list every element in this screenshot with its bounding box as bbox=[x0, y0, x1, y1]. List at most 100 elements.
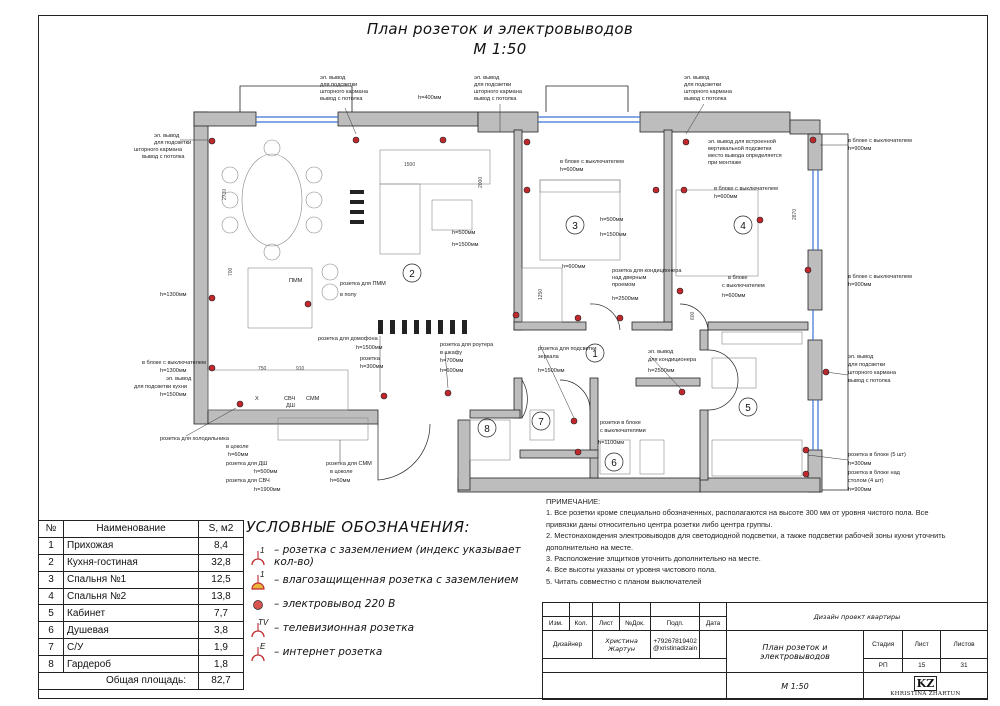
ann-q2: h=300мм bbox=[848, 461, 872, 467]
room-number-4: 4 bbox=[740, 221, 746, 232]
legend-terminal-text: – электровывод 220 В bbox=[274, 598, 396, 610]
ann-i1: розетка для роутера bbox=[440, 342, 494, 348]
project-name: Дизайн проект квартиры bbox=[726, 602, 988, 631]
ann-a4b: вывод с потолка bbox=[320, 96, 363, 102]
room-number-1: 1 bbox=[592, 349, 598, 360]
dim-750: 750 bbox=[258, 366, 267, 372]
dim-1500: 1500 bbox=[404, 162, 415, 168]
ann-a2d: для подсветки bbox=[684, 82, 721, 88]
room-name: Спальня №1 bbox=[63, 570, 199, 589]
outlets bbox=[208, 136, 830, 478]
ann-w1: h=500мм bbox=[600, 217, 624, 223]
col-kol: Кол. bbox=[568, 616, 594, 631]
ann-q5: h=900мм bbox=[848, 487, 872, 493]
ann-a4d: вывод с потолка bbox=[684, 96, 727, 102]
ann-m1: розетки в блоке bbox=[600, 420, 641, 426]
col-area: S, м2 bbox=[198, 520, 244, 538]
ann-a4: вывод с потолка bbox=[142, 154, 185, 160]
sheets-header: Листов bbox=[940, 630, 988, 659]
ann-k1: розетка для подсветки bbox=[538, 346, 597, 352]
ann-v1: ПММ bbox=[289, 278, 303, 284]
ann-n3: h=60мм bbox=[228, 452, 248, 458]
room-name: Кабинет bbox=[63, 604, 199, 623]
ann-a3d: шторного кармана bbox=[684, 89, 733, 95]
ann-o2: h=500мм bbox=[254, 469, 278, 475]
ann-u1: в блоке bbox=[728, 275, 748, 281]
note-line: дополнительно на месте. bbox=[546, 542, 634, 552]
walls bbox=[193, 111, 823, 493]
grounded-outlet-icon: 1 bbox=[246, 545, 274, 567]
title-block: Дизайн проект квартиры Изм. Кол. Лист №Д… bbox=[541, 602, 989, 700]
sheet-frame bbox=[38, 15, 988, 699]
ann-v5: Х bbox=[255, 396, 259, 402]
room-num: 3 bbox=[38, 570, 64, 589]
ann-a4e: вывод с потолка bbox=[848, 378, 891, 384]
dim-600: 600 bbox=[690, 311, 696, 320]
ann-m3: h=1100мм bbox=[598, 440, 624, 446]
note-line: 1. Все розетки кроме специально обозначе… bbox=[546, 508, 929, 518]
note-line: 3. Расположение элщитков уточнить дополн… bbox=[546, 554, 761, 564]
dim-910: 910 bbox=[296, 366, 305, 372]
ann-f2: над дверным bbox=[612, 275, 647, 281]
ann-b1: эл. вывод для встроенной bbox=[708, 138, 776, 145]
ann-t2: h=1500мм bbox=[452, 242, 479, 248]
ann-l1: эл. вывод bbox=[648, 349, 674, 355]
tv-outlet-icon: TV bbox=[246, 617, 274, 639]
room-number-6: 6 bbox=[611, 458, 617, 469]
ann-n2: в цоколе bbox=[226, 444, 249, 450]
legend-item-wet-outlet: 1 – влагозащищенная розетка с заземление… bbox=[246, 568, 526, 592]
ann-o1: розетка для ДШ bbox=[226, 461, 267, 467]
ann-t1: h=500мм bbox=[452, 230, 476, 236]
ann-w3: h=600мм bbox=[562, 264, 586, 270]
room-num: 7 bbox=[38, 638, 64, 657]
ann-s4: h=1500мм bbox=[160, 392, 187, 398]
room-area: 8,4 bbox=[198, 536, 244, 555]
designer-contacts: +79267819402@xristinadizain bbox=[650, 630, 701, 659]
note-line: 2. Местонахождения электровыводов для св… bbox=[546, 531, 946, 541]
ann-g2: в полу bbox=[340, 292, 357, 298]
sheet-name: План розеток и электровыводов bbox=[726, 630, 864, 673]
ann-j2: h=300мм bbox=[360, 364, 384, 370]
legend-item-internet: E – интернет розетка bbox=[246, 640, 526, 664]
room-table-total: Общая площадь: 82,7 bbox=[38, 672, 244, 690]
room-name: Гардероб bbox=[63, 655, 199, 674]
ann-w2: h=1500мм bbox=[600, 232, 627, 238]
legend-title: УСЛОВНЫЕ ОБОЗНАЧЕНИЯ: bbox=[246, 518, 471, 536]
sheet-value: 15 bbox=[902, 658, 941, 673]
ann-a3: шторного кармана bbox=[134, 147, 183, 153]
ann-h1: розетка для домофона bbox=[318, 336, 379, 342]
notes-block: ПРИМЕЧАНИЕ: 1. Все розетки кроме специал… bbox=[546, 496, 986, 587]
ann-l3: h=2500мм bbox=[648, 368, 675, 374]
dim-2000: 2000 bbox=[478, 177, 484, 188]
sheet-scale: М 1:50 bbox=[473, 40, 527, 58]
col-podp: Подп. bbox=[650, 616, 701, 631]
ann-g1: розетка для ПММ bbox=[340, 281, 386, 287]
ann-p3: h=60мм bbox=[330, 478, 350, 484]
room-num: 8 bbox=[38, 655, 64, 674]
svg-text:1: 1 bbox=[260, 570, 264, 579]
ann-q1: розетка в блоке (5 шт) bbox=[848, 452, 906, 458]
ann-k3: h=1500мм bbox=[538, 368, 565, 374]
ann-c1: в блоке с выключателем bbox=[560, 159, 624, 165]
ann-f4: h=2500мм bbox=[612, 296, 639, 302]
legend-item-outlet: 1 – розетка с заземлением (индекс указыв… bbox=[246, 544, 526, 568]
ann-a2e: для подсветки bbox=[848, 362, 885, 368]
ann-q3: розетка в блоке над bbox=[848, 470, 901, 476]
room-number-7: 7 bbox=[538, 417, 544, 428]
col-date: Дата bbox=[699, 616, 728, 631]
ann-h2: h=1500мм bbox=[356, 345, 383, 351]
ann-k2: зеркала bbox=[538, 354, 560, 360]
ann-a2b: для подсветки bbox=[320, 82, 357, 88]
room-num: 5 bbox=[38, 604, 64, 623]
waterproof-outlet-icon: 1 bbox=[246, 569, 274, 591]
note-line: привязки даны относительно центра розетк… bbox=[546, 519, 773, 529]
ann-a2c: для подсветки bbox=[474, 82, 511, 88]
ann-s2: эл. вывод bbox=[166, 376, 192, 382]
room-name: Спальня №2 bbox=[63, 587, 199, 606]
room-area: 12,5 bbox=[198, 570, 244, 589]
ann-u2: с выключателем bbox=[722, 283, 765, 289]
ann-r1: h=1300мм bbox=[160, 292, 187, 298]
plan-annotations: эл. вывод для подсветки шторного кармана… bbox=[134, 75, 912, 493]
